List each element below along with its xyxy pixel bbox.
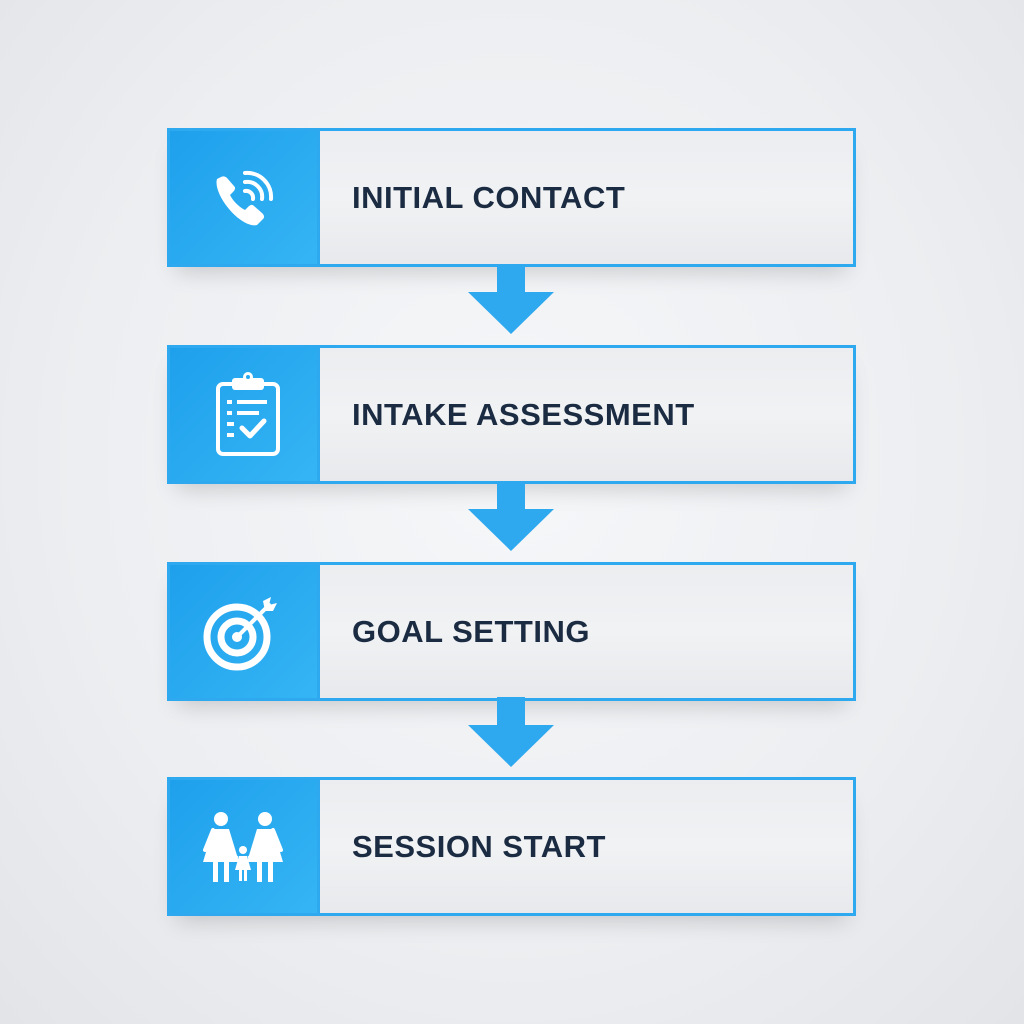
target-icon — [199, 587, 289, 677]
arrow-down-icon — [468, 481, 554, 551]
step-session-start: SESSION START — [167, 777, 856, 916]
step-goal-setting: GOAL SETTING — [167, 562, 856, 701]
step-label: GOAL SETTING — [320, 565, 853, 698]
arrow-down-icon — [468, 697, 554, 767]
step-icon-box — [170, 348, 320, 481]
step-label: INITIAL CONTACT — [320, 131, 853, 264]
phone-icon — [201, 155, 287, 241]
clipboard-check-icon — [204, 370, 284, 460]
step-initial-contact: INITIAL CONTACT — [167, 128, 856, 267]
family-icon — [199, 802, 289, 892]
arrow-down-icon — [468, 264, 554, 334]
step-icon-box — [170, 131, 320, 264]
step-intake-assessment: INTAKE ASSESSMENT — [167, 345, 856, 484]
step-icon-box — [170, 565, 320, 698]
step-label: INTAKE ASSESSMENT — [320, 348, 853, 481]
step-icon-box — [170, 780, 320, 913]
step-label: SESSION START — [320, 780, 853, 913]
